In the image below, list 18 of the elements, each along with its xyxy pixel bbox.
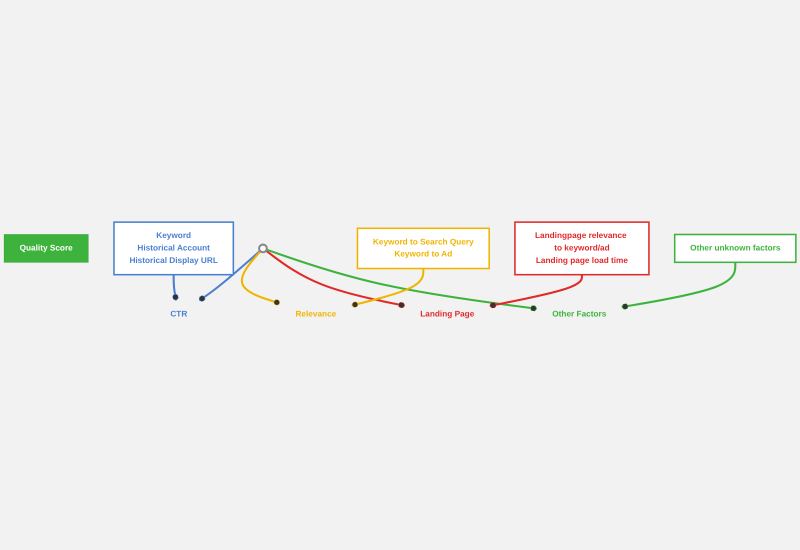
- node-box: Quality Score: [4, 234, 88, 262]
- node-text: Relevance: [295, 310, 336, 318]
- node-text: CTR: [170, 310, 188, 318]
- node-text: Landing Page: [420, 310, 474, 318]
- connector: [351, 268, 424, 308]
- connector: [198, 250, 261, 302]
- connector: [172, 274, 179, 300]
- node-box: Other unknown factors: [674, 234, 797, 263]
- node-circle: [258, 243, 268, 254]
- connector: [490, 274, 583, 308]
- connector: [622, 262, 736, 310]
- node-box: Landingpage relevance to keyword/ad Landing page load time: [514, 221, 650, 276]
- node-box: Keyword to Search Query Keyword to Ad: [356, 227, 490, 270]
- connector: [266, 248, 537, 312]
- node-text: Other Factors: [552, 310, 606, 318]
- connector: [265, 250, 405, 308]
- connector: [240, 250, 280, 306]
- node-box: Keyword Historical Account Historical Display URL: [113, 221, 234, 276]
